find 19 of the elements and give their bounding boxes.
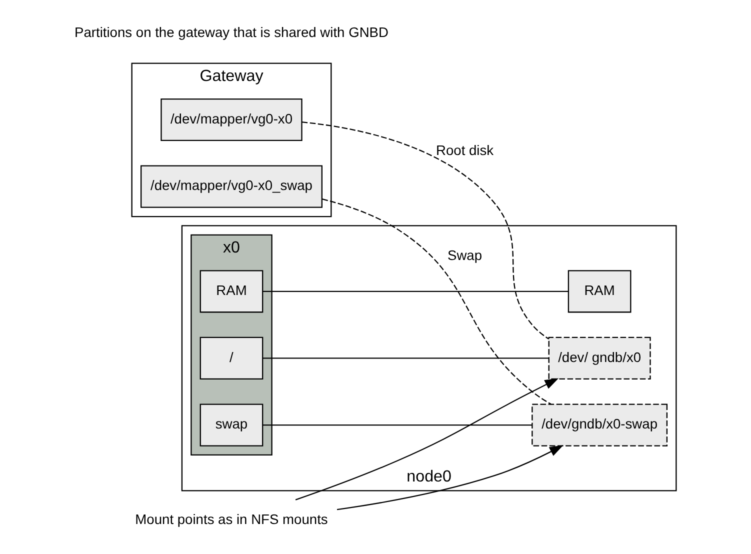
- node-box: RAM: [200, 270, 264, 313]
- node-box: /dev/mapper/vg0-x0_swap: [140, 165, 322, 208]
- connector: [322, 198, 552, 405]
- node-box: swap: [200, 404, 264, 446]
- connector: [262, 424, 532, 426]
- node-box: /: [200, 336, 264, 380]
- connector: [262, 290, 568, 292]
- node-text: Mount points as in NFS mounts: [135, 511, 328, 528]
- connector: [302, 122, 550, 340]
- node-box: /dev/gndb/x0-swap: [532, 404, 668, 446]
- node-box: /dev/mapper/vg0-x0: [160, 98, 302, 142]
- arrow: [336, 445, 564, 510]
- edge-label: Root disk: [436, 142, 494, 158]
- node-box: RAM: [568, 270, 632, 313]
- edge-label: Swap: [448, 246, 482, 263]
- arrow: [295, 378, 559, 500]
- node-box: /dev/ gndb/x0: [548, 336, 651, 380]
- connector: [262, 358, 549, 359]
- label: Partitions on the gateway that is shared with GNBD: [74, 24, 389, 40]
